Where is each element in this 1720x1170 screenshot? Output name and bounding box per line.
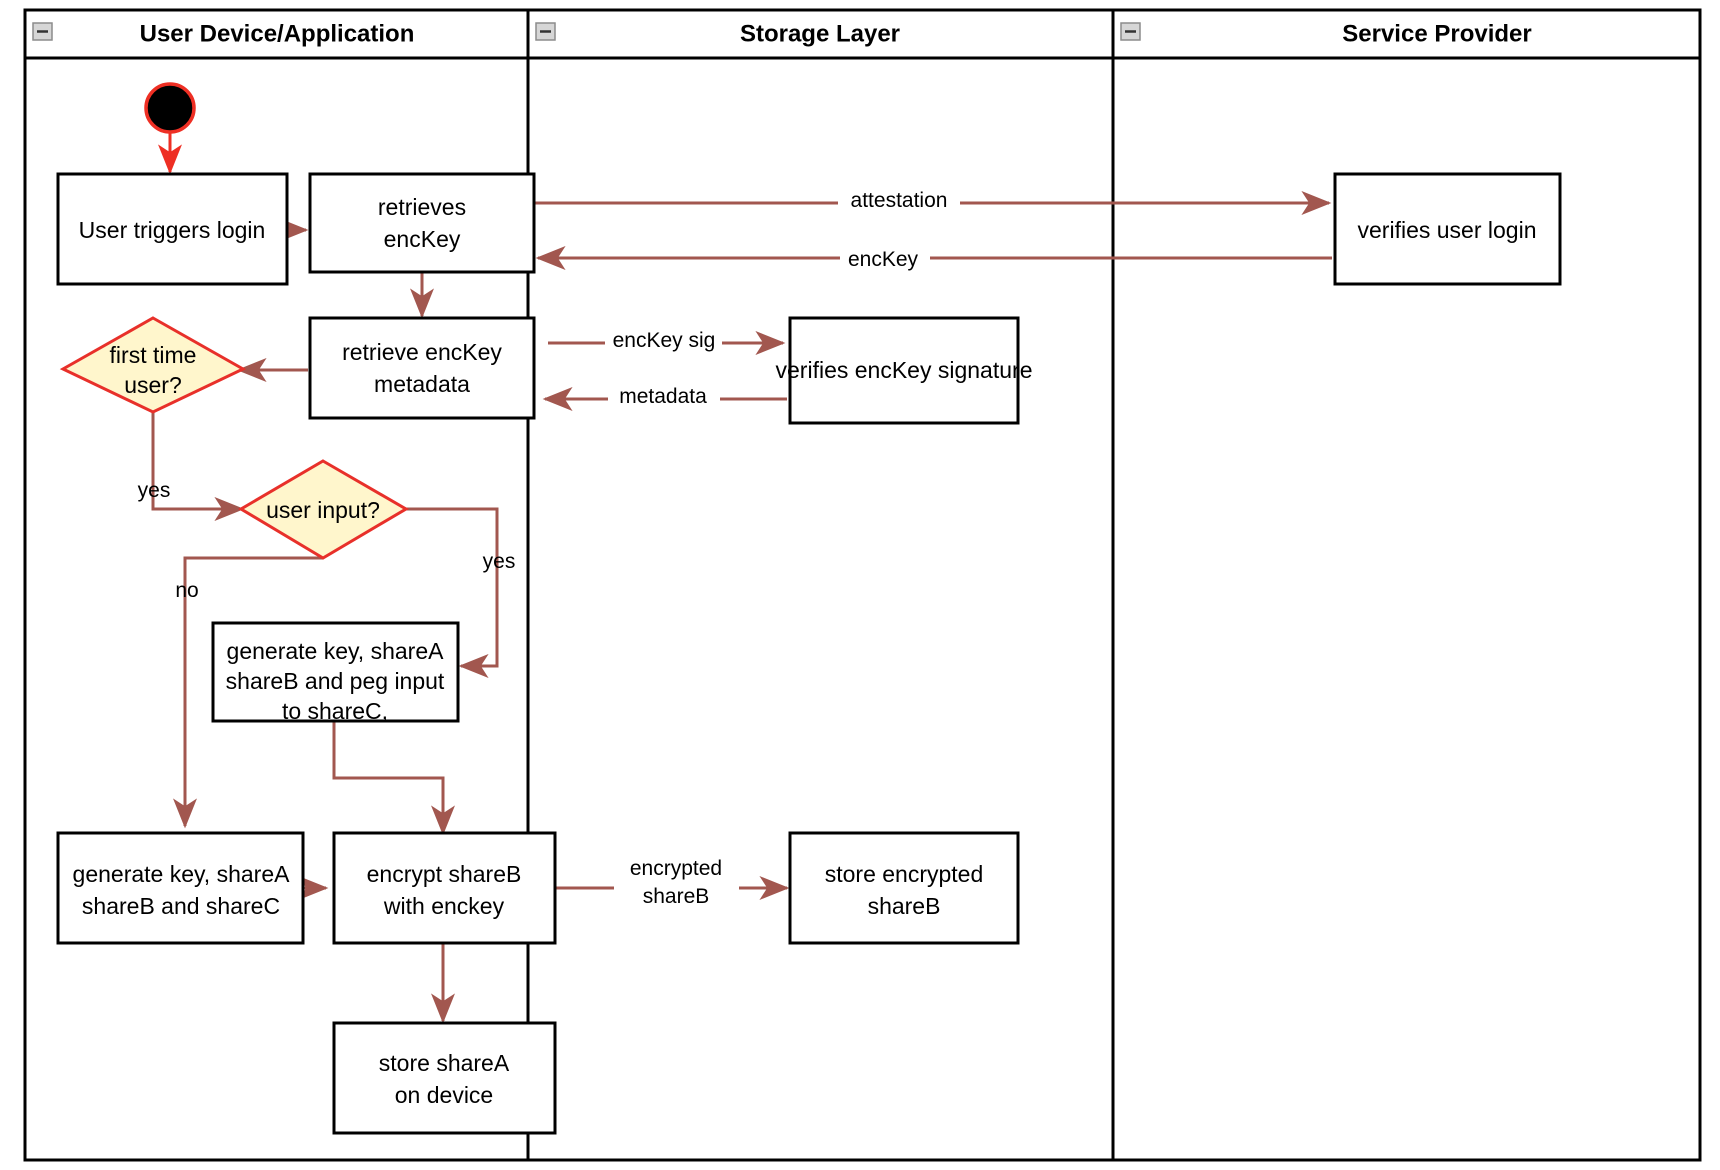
node-label-retrieve-metadata-1: retrieve encKey: [342, 339, 502, 365]
svg-text:metadata: metadata: [619, 385, 707, 408]
node-retrieves-enckey[interactable]: retrieves encKey: [308, 172, 536, 274]
edge-label-yes-user-input: yes: [483, 550, 516, 573]
edge-label-enckey: encKey: [840, 248, 930, 273]
svg-text:encKey sig: encKey sig: [613, 329, 716, 352]
node-label-user-triggers-login: User triggers login: [79, 217, 266, 243]
edge-firsttime-yes: [151, 413, 245, 521]
node-store-sharea[interactable]: store shareA on device: [332, 1021, 557, 1135]
node-decision-user-input[interactable]: user input?: [238, 459, 409, 560]
svg-text:shareB: shareB: [643, 885, 710, 908]
node-label-store-encrypted-shareb-2: shareB: [868, 893, 941, 919]
edge-userinput-no: [173, 556, 323, 829]
edge-userinput-yes: [405, 507, 499, 678]
node-label-encrypt-shareb-1: encrypt shareB: [367, 861, 522, 887]
node-user-triggers-login[interactable]: User triggers login: [56, 172, 289, 286]
node-label-encrypt-shareb-2: with enckey: [383, 893, 505, 919]
edge-label-yes-first-time: yes: [138, 479, 171, 502]
svg-text:yes: yes: [483, 550, 516, 573]
collapse-minus-box-icon-user-device[interactable]: [32, 22, 53, 41]
node-label-retrieves-enckey-2: encKey: [384, 226, 461, 252]
node-label-generate-peg-1: generate key, shareA: [227, 638, 445, 664]
node-encrypt-shareb[interactable]: encrypt shareB with enckey: [332, 831, 557, 945]
collapse-minus-box-icon-storage-layer[interactable]: [535, 22, 556, 41]
lane-title-service-provider: Service Provider: [1342, 20, 1531, 47]
edge-peg-to-encrypt: [332, 721, 455, 836]
svg-text:yes: yes: [138, 479, 171, 502]
node-store-encrypted-shareb[interactable]: store encrypted shareB: [788, 831, 1020, 945]
edge-label-encrypted-shareb: encrypted shareB: [614, 854, 739, 910]
node-label-generate-peg-3: to shareC,: [282, 698, 388, 724]
node-label-store-sharea-2: on device: [395, 1082, 493, 1108]
start-node: [144, 82, 196, 134]
node-verifies-enckey-signature[interactable]: verifies encKey signature: [776, 316, 1033, 425]
node-label-first-time-user-1: first time: [110, 342, 197, 368]
node-label-retrieve-metadata-2: metadata: [374, 371, 470, 397]
edge-label-no-user-input: no: [175, 579, 198, 602]
edge-label-metadata: metadata: [608, 385, 720, 410]
edge-label-enckey-sig: encKey sig: [605, 329, 722, 354]
node-label-generate-peg-2: shareB and peg input: [226, 668, 445, 694]
node-label-verifies-signature: verifies encKey signature: [776, 357, 1033, 383]
lane-header-service-provider[interactable]: Service Provider: [1120, 20, 1532, 47]
node-label-retrieves-enckey-1: retrieves: [378, 194, 466, 220]
collapse-minus-box-icon-service-provider[interactable]: [1120, 22, 1141, 41]
node-label-verifies-user-login: verifies user login: [1358, 217, 1537, 243]
node-generate-key-peg[interactable]: generate key, shareA shareB and peg inpu…: [211, 621, 460, 724]
node-label-store-sharea-1: store shareA: [379, 1050, 510, 1076]
node-decision-first-time-user[interactable]: first time user?: [59, 316, 247, 414]
lane-header-user-device[interactable]: User Device/Application: [32, 20, 415, 47]
node-label-user-input: user input?: [266, 497, 380, 523]
svg-text:encKey: encKey: [848, 248, 919, 271]
node-label-generate-shares-2: shareB and shareC: [82, 893, 280, 919]
node-verifies-user-login[interactable]: verifies user login: [1333, 172, 1562, 286]
node-label-generate-shares-1: generate key, shareA: [73, 861, 291, 887]
svg-text:encrypted: encrypted: [630, 857, 722, 880]
svg-text:attestation: attestation: [851, 189, 948, 212]
lane-title-user-device: User Device/Application: [140, 20, 415, 47]
svg-text:no: no: [175, 579, 198, 602]
node-retrieve-enckey-metadata[interactable]: retrieve encKey metadata: [308, 316, 536, 420]
lane-header-storage-layer[interactable]: Storage Layer: [535, 20, 900, 47]
node-generate-shares[interactable]: generate key, shareA shareB and shareC: [56, 831, 305, 945]
lane-title-storage-layer: Storage Layer: [740, 20, 900, 47]
node-label-store-encrypted-shareb-1: store encrypted: [825, 861, 984, 887]
node-label-first-time-user-2: user?: [124, 372, 182, 398]
edge-label-attestation: attestation: [838, 189, 960, 214]
